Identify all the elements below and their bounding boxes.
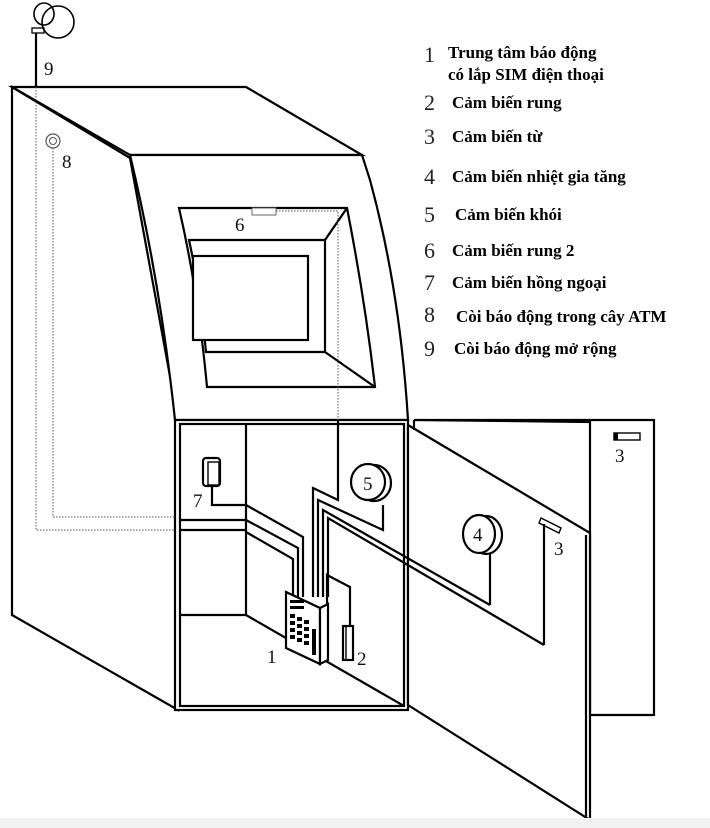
legend-number: 1 <box>424 42 435 67</box>
callout-3b: 3 <box>554 539 564 560</box>
callout-4: 4 <box>473 525 483 546</box>
door-panel <box>406 423 592 822</box>
legend-label: Cảm biến khói <box>455 205 562 224</box>
callout-2: 2 <box>357 649 367 670</box>
legend-label: Cảm biến nhiệt gia tăng <box>452 167 626 186</box>
alarm-center <box>284 590 330 666</box>
bezel-edge-bottom <box>324 351 376 388</box>
smoke-sensor <box>349 462 393 503</box>
legend-label: Còi báo động trong cây ATM <box>456 307 667 326</box>
internal-siren <box>45 133 61 149</box>
legend-label: Cảm biến hồng ngoại <box>452 273 607 292</box>
legend-label-line2: có lắp SIM điện thoại <box>448 65 604 84</box>
wire-siren-9 <box>35 87 175 531</box>
vibration-sensor <box>341 624 355 662</box>
bezel-edge-top <box>324 207 348 241</box>
legend-number: 8 <box>424 302 435 327</box>
door-frame <box>413 418 656 717</box>
infrared-sensor <box>201 456 222 488</box>
legend-number: 4 <box>424 164 435 189</box>
legend-label: Cảm biến rung 2 <box>452 241 575 260</box>
magnetic-sensor-door <box>538 517 562 534</box>
legend-label: Cảm biến rung <box>452 93 562 112</box>
wire-sensor-6 <box>276 210 339 420</box>
callout-7: 7 <box>193 491 203 512</box>
legend-number: 3 <box>424 124 435 149</box>
callout-9: 9 <box>44 59 54 80</box>
callout-8: 8 <box>62 152 72 173</box>
legend-number: 2 <box>424 90 435 115</box>
legend-number: 6 <box>424 238 435 263</box>
vibration-sensor-2 <box>251 207 277 216</box>
legend-label: Trung tâm báo động <box>448 43 597 62</box>
safe-inner <box>178 422 406 708</box>
screen-display <box>191 254 310 342</box>
callout-5: 5 <box>363 474 373 495</box>
legend-number: 9 <box>424 336 435 361</box>
safe-door <box>406 418 656 822</box>
callout-1: 1 <box>267 647 277 668</box>
legend-number: 7 <box>424 270 435 295</box>
callout-3a: 3 <box>615 446 625 467</box>
legend-number: 5 <box>424 202 435 227</box>
atm-cabinet <box>7 85 410 712</box>
callout-6: 6 <box>235 215 245 236</box>
legend-label: Còi báo động mở rộng <box>454 339 617 358</box>
wire-siren-8 <box>52 148 175 518</box>
external-siren <box>31 2 75 87</box>
legend-label: Cảm biến từ <box>452 127 543 146</box>
bottom-strip <box>0 818 710 828</box>
